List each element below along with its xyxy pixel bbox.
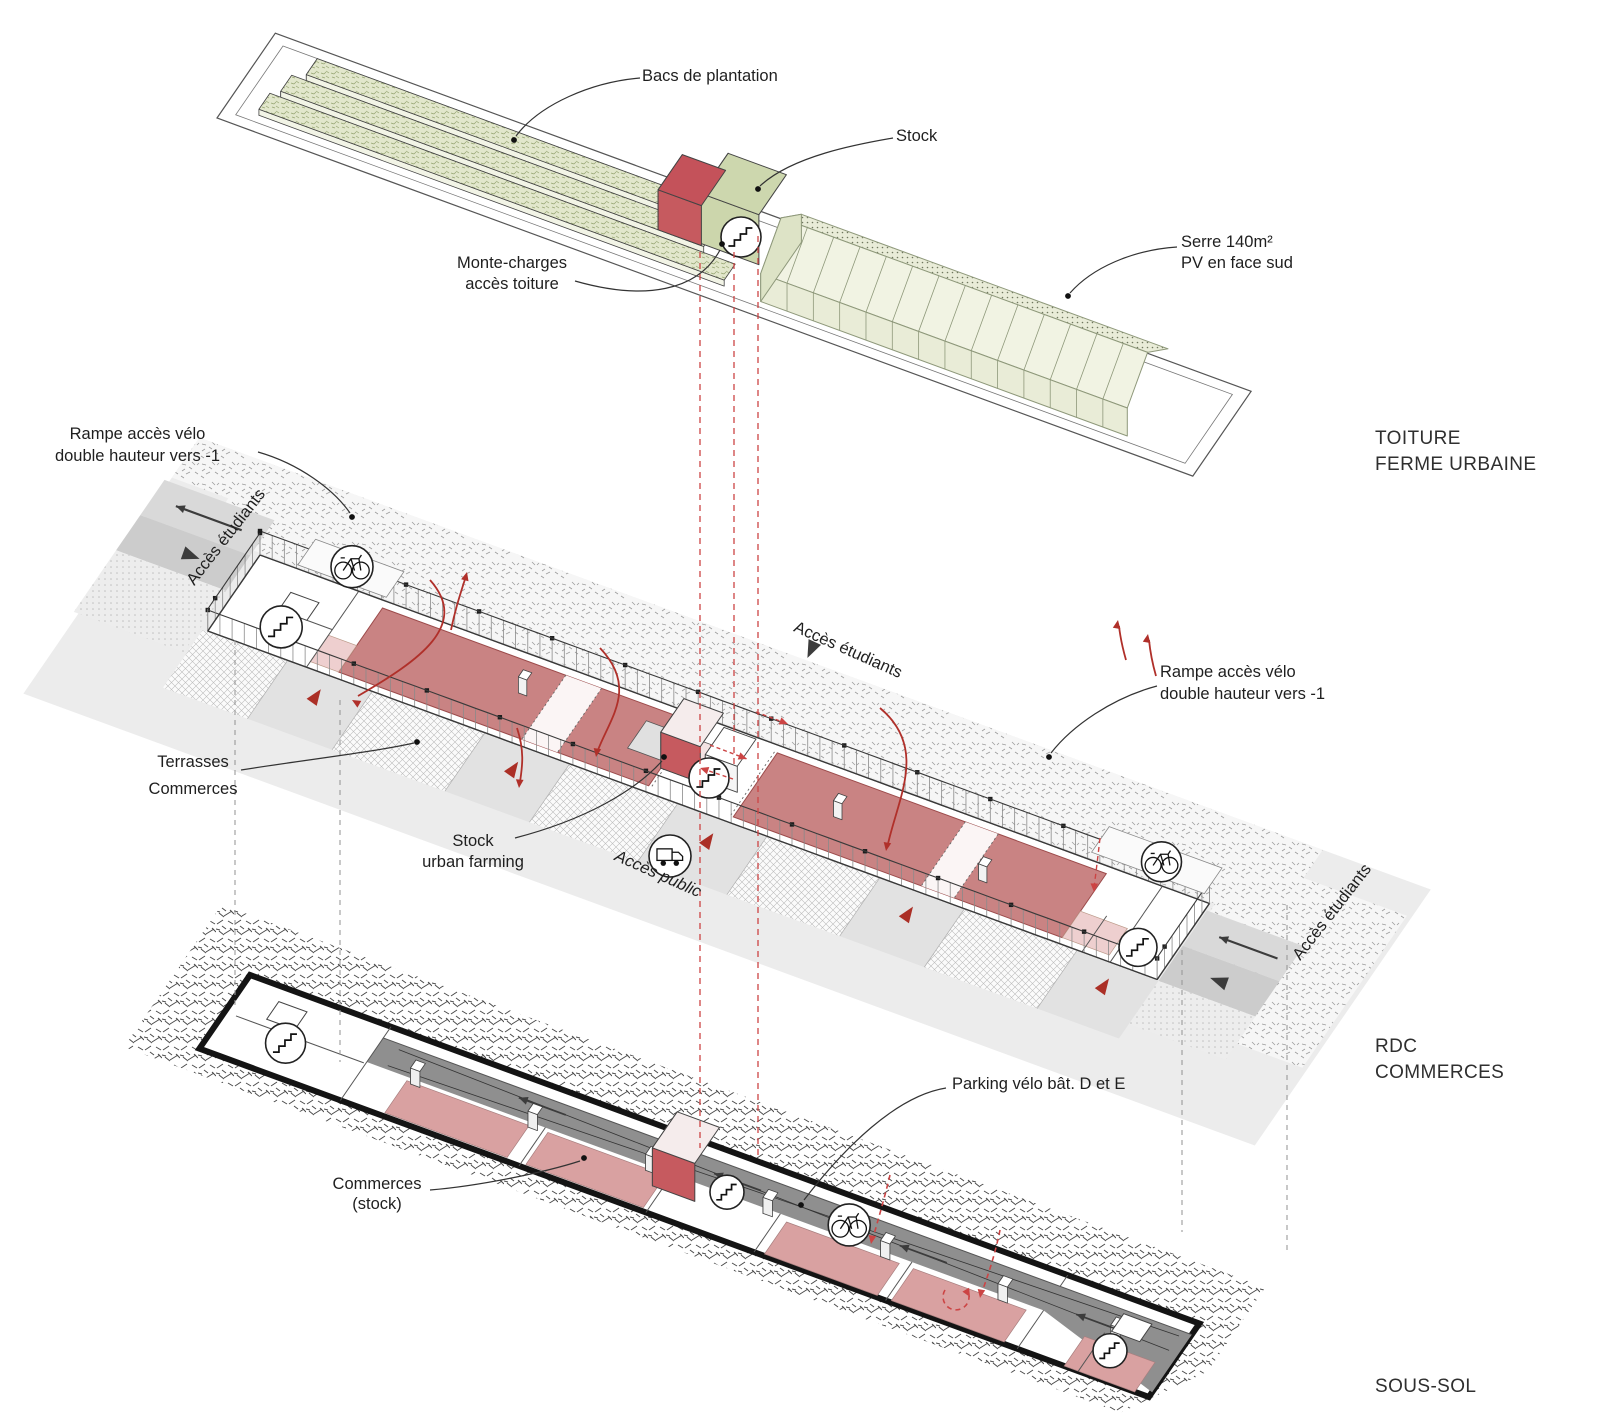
label-commerces-stock: Commerces (stock): [297, 1174, 457, 1214]
label-serre-line1: Serre 140m²: [1181, 233, 1273, 251]
stairs-icon: [720, 216, 762, 258]
stairs-icon: [709, 1174, 745, 1210]
label-rampe-right-line2: double hauteur vers -1: [1160, 685, 1326, 703]
label-terrasses-line2: Commerces: [148, 780, 238, 798]
rdc-level: [23, 437, 1431, 1146]
caption-toiture-line1: TOITURE: [1375, 428, 1461, 449]
bicycle-icon: [330, 544, 374, 589]
label-bacs-plantation: Bacs de plantation: [642, 67, 778, 85]
stairs-icon: [259, 605, 304, 649]
label-parking-velo: Parking vélo bât. D et E: [952, 1075, 1126, 1093]
label-terrasses-commerces: Terrasses Commerces: [113, 749, 273, 803]
label-monte-line1: Monte-charges: [456, 254, 568, 272]
stairs-icon: [688, 757, 730, 799]
caption-rdc: RDC COMMERCES: [1375, 1034, 1504, 1086]
label-rampe-right-line1: Rampe accès vélo: [1160, 663, 1296, 681]
label-stock-roof: Stock: [896, 127, 938, 145]
label-commerces-line1: Commerces: [332, 1175, 422, 1193]
label-rampe-velo-left: Rampe accès vélo double hauteur vers -1: [20, 423, 255, 467]
caption-sous-sol: SOUS-SOL: [1375, 1376, 1477, 1397]
bicycle-icon: [1140, 841, 1183, 883]
label-terrasses-line1: Terrasses: [157, 753, 229, 771]
label-commerces-line2: (stock): [352, 1195, 402, 1213]
truck-icon: [648, 834, 692, 878]
caption-toiture: TOITURE FERME URBAINE: [1375, 426, 1536, 478]
stairs-icon: [1118, 927, 1158, 968]
basement-level: [124, 904, 1266, 1413]
label-rampe-left-line2: double hauteur vers -1: [54, 447, 221, 465]
label-stock-uf-line1: Stock: [452, 832, 494, 850]
label-monte-line2: accès toiture: [465, 275, 559, 293]
stairs-icon: [1092, 1332, 1128, 1369]
projection-lines: [234, 236, 1288, 1252]
caption-rdc-line1: RDC: [1375, 1036, 1418, 1057]
stairs-icon: [264, 1022, 307, 1064]
bicycle-icon: [827, 1203, 872, 1247]
label-stock-uf-line2: urban farming: [422, 853, 524, 871]
label-monte-charges: Monte-charges accès toiture: [432, 253, 592, 295]
label-rampe-velo-right: Rampe accès vélo double hauteur vers -1: [1160, 661, 1325, 705]
caption-rdc-line2: COMMERCES: [1375, 1062, 1505, 1083]
label-stock-urban-farming: Stock urban farming: [388, 831, 558, 873]
caption-toiture-line2: FERME URBAINE: [1375, 454, 1537, 475]
label-serre-line2: PV en face sud: [1181, 254, 1293, 272]
label-rampe-left-line1: Rampe accès vélo: [69, 425, 206, 443]
rdc-flow-arrows: [352, 572, 1157, 892]
label-serre: Serre 140m² PV en face sud: [1181, 232, 1293, 274]
leader-lines: [240, 77, 1178, 1208]
